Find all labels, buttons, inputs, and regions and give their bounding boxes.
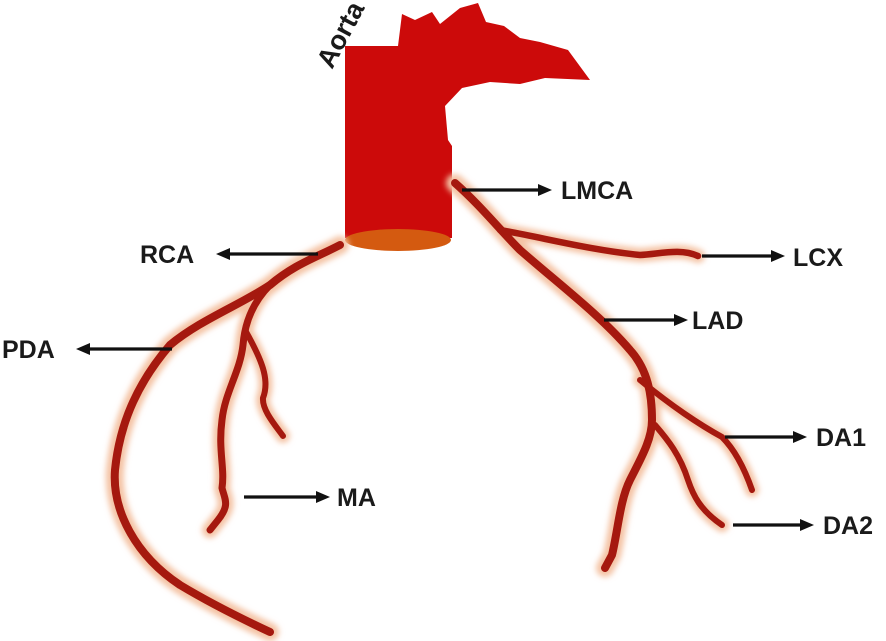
- lmca-arrow: [462, 184, 552, 196]
- rca-label: RCA: [140, 241, 194, 269]
- ma-vessel: [206, 281, 274, 534]
- da2-label: DA2: [823, 512, 873, 540]
- aorta-opening: [345, 229, 451, 251]
- lad-label: LAD: [692, 307, 743, 335]
- lmca-label: LMCA: [561, 177, 633, 205]
- ma-label: MA: [337, 484, 376, 512]
- rca-side-branch: [242, 327, 286, 439]
- pda-label: PDA: [2, 336, 55, 364]
- vessel-layer: [110, 179, 755, 636]
- lcx-arrow: [702, 250, 785, 262]
- ma-arrow: [244, 491, 330, 503]
- da1-vessel: [637, 377, 755, 493]
- pda-arrow: [76, 343, 172, 355]
- rca-arrow: [216, 248, 318, 260]
- da1-label: DA1: [816, 424, 866, 452]
- aorta-body: [345, 3, 590, 238]
- lad-vessel: [451, 179, 656, 572]
- da1-arrow: [725, 431, 807, 443]
- aorta: [345, 3, 590, 251]
- lcx-label: LCX: [793, 244, 843, 272]
- da2-arrow: [733, 519, 814, 531]
- arrows: [76, 184, 814, 531]
- lad-arrow: [604, 314, 688, 326]
- lcx-vessel: [496, 226, 702, 260]
- da2-vessel: [652, 422, 725, 528]
- labels: LMCA RCA LCX LAD PDA DA1 MA DA2: [2, 177, 873, 540]
